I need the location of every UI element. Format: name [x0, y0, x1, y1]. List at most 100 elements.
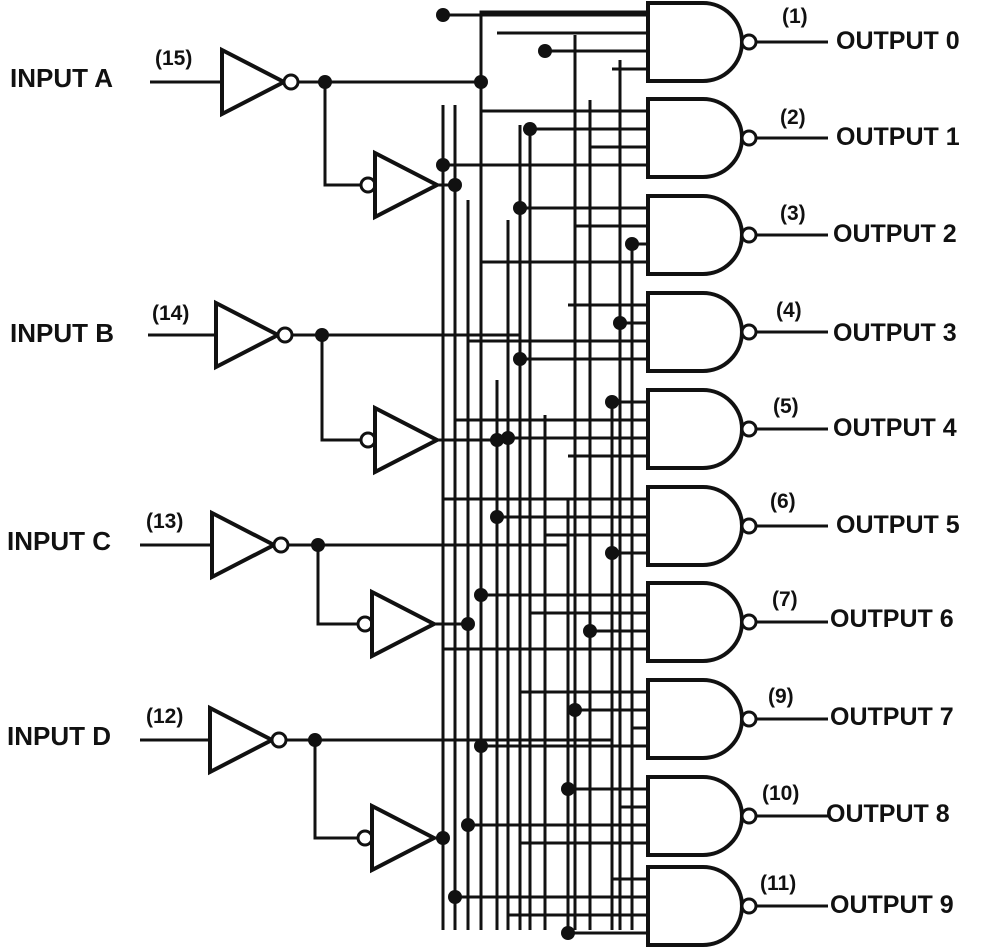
nand-gate-body: [646, 775, 744, 857]
output-1-pin: (2): [780, 106, 806, 129]
junction-dot: [605, 546, 619, 560]
junction-dot: [448, 890, 462, 904]
nand-gate-7: [646, 678, 758, 760]
input-a-branch-wire: [323, 82, 361, 187]
nand-gate-3: [646, 291, 758, 373]
output-6-pin: (7): [772, 588, 798, 611]
input-c-pin: (13): [146, 510, 183, 533]
inverter-bubble: [359, 431, 377, 449]
junction-dot: [561, 926, 575, 940]
inverter-body: [373, 404, 442, 476]
nand-output-bubble: [740, 323, 758, 341]
output-0-label: OUTPUT 0: [836, 27, 960, 55]
output-7-pin: (9): [768, 685, 794, 708]
junction-dot: [436, 8, 450, 22]
inverter-bubble: [356, 829, 374, 847]
junction-dot: [461, 818, 475, 832]
inverter-body: [214, 299, 283, 371]
inverter-bubble: [282, 73, 300, 91]
nand-gate-6: [646, 581, 758, 663]
junction-dot: [613, 316, 627, 330]
output-0-pin: (1): [782, 5, 808, 28]
gate-layer: [208, 0, 758, 947]
nand-output-bubble: [740, 420, 758, 438]
output-4-label: OUTPUT 4: [833, 414, 957, 442]
input-a-pin: (15): [155, 47, 192, 70]
input-c-branch-wire: [316, 545, 358, 626]
nand-gate-body: [646, 865, 744, 947]
label-layer: INPUT A (15) INPUT B (14) INPUT C (13) I…: [7, 5, 960, 919]
inverter-body: [370, 802, 439, 874]
junction-dot: [568, 703, 582, 717]
junction-dot: [474, 75, 488, 89]
inverter-bubble: [356, 615, 374, 633]
inverter-body: [208, 704, 277, 776]
output-3-pin: (4): [776, 299, 802, 322]
junction-dot: [490, 510, 504, 524]
nand-gate-body: [646, 0, 744, 83]
inverter-body: [370, 588, 439, 660]
junction-dot: [501, 431, 515, 445]
nand-gate-4: [646, 388, 758, 470]
nand-gate-1: [646, 97, 758, 179]
output-1-label: OUTPUT 1: [836, 123, 960, 151]
nand-output-bubble: [740, 897, 758, 915]
junction-dot: [490, 433, 504, 447]
junction-dot: [561, 782, 575, 796]
nand-output-bubble: [740, 710, 758, 728]
junction-dot: [513, 352, 527, 366]
input-d-branch-wire: [313, 740, 358, 840]
output-3-label: OUTPUT 3: [833, 319, 957, 347]
nand-gate-body: [646, 291, 744, 373]
input-d-buffer-inverter: [356, 802, 439, 874]
junction-dot: [448, 178, 462, 192]
input-d-inverter: [208, 704, 288, 776]
input-a-split-dot: [318, 75, 332, 89]
input-b-pin: (14): [152, 302, 189, 325]
nand-output-bubble: [740, 517, 758, 535]
nand-gate-body: [646, 678, 744, 760]
output-8-pin: (10): [762, 782, 799, 805]
input-c-buffer-inverter: [356, 588, 439, 660]
nand-output-bubble: [740, 226, 758, 244]
junction-dot: [605, 395, 619, 409]
nand-gate-2: [646, 194, 758, 276]
input-b-buffer-inverter: [359, 404, 442, 476]
output-5-pin: (6): [770, 490, 796, 513]
inverter-bubble: [359, 176, 377, 194]
junction-dot: [513, 201, 527, 215]
input-d-label: INPUT D: [7, 721, 111, 751]
nand-gate-body: [646, 485, 744, 567]
input-c-split-dot: [311, 538, 325, 552]
nand-gate-0: [646, 0, 758, 83]
nand-gate-5: [646, 485, 758, 567]
inverter-body: [373, 149, 442, 221]
input-a-inverter: [220, 46, 300, 118]
input-b-branch-wire: [320, 335, 361, 442]
nand-gate-body: [646, 194, 744, 276]
output-5-label: OUTPUT 5: [836, 511, 960, 539]
inverter-bubble: [270, 731, 288, 749]
junction-dot: [538, 44, 552, 58]
input-c-label: INPUT C: [7, 526, 111, 556]
nand-output-bubble: [740, 807, 758, 825]
output-9-pin: (11): [760, 872, 796, 895]
junction-dot: [436, 831, 450, 845]
junction-dot: [461, 617, 475, 631]
input-d-split-dot: [308, 733, 322, 747]
input-b-inverter: [214, 299, 294, 371]
input-d-pin: (12): [146, 705, 183, 728]
input-a-label: INPUT A: [10, 63, 113, 93]
output-2-pin: (3): [780, 202, 806, 225]
input-b-split-dot: [315, 328, 329, 342]
nand-gate-9: [646, 865, 758, 947]
nand-gate-body: [646, 97, 744, 179]
input-c-inverter: [210, 509, 290, 581]
output-9-label: OUTPUT 9: [830, 891, 954, 919]
junction-dot: [625, 237, 639, 251]
inverter-body: [210, 509, 279, 581]
junction-layer: [308, 8, 639, 940]
inverter-bubble: [272, 536, 290, 554]
output-7-label: OUTPUT 7: [830, 703, 954, 731]
